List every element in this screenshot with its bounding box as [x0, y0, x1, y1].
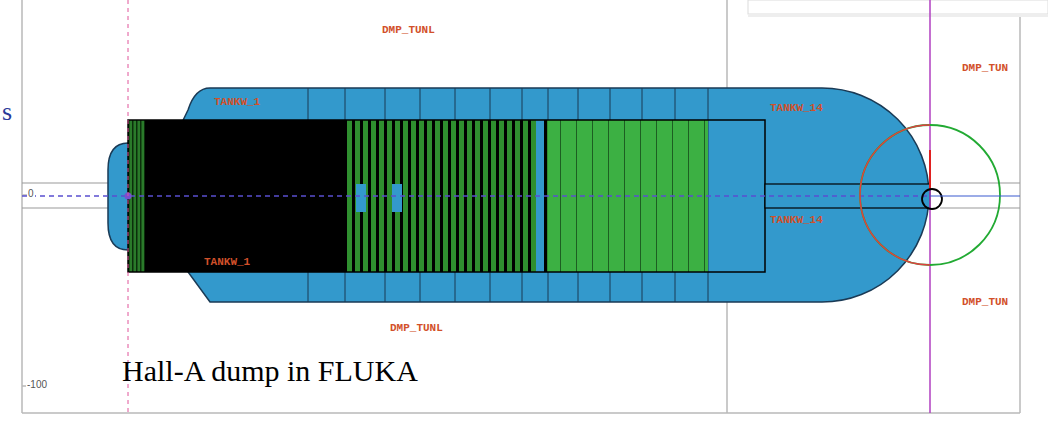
region-label: DMP_TUNL [382, 24, 435, 36]
region-label: DMP_TUN [962, 296, 1008, 308]
region-label: DMP_TUNL [390, 322, 443, 334]
beam-axis [22, 195, 930, 196]
plot-part [940, 207, 1020, 208]
core-gap [356, 184, 366, 212]
marker-line [929, 0, 931, 413]
axis-line [21, 0, 23, 413]
core-gap [392, 184, 402, 212]
region-label: TANKW_14 [770, 214, 823, 226]
panel-shadow [748, 14, 1048, 17]
dump-tank [108, 88, 929, 302]
plot-part [22, 182, 110, 183]
axis-value: -100 [26, 379, 48, 390]
region-label: DMP_TUN [962, 62, 1008, 74]
grid-line [726, 0, 728, 88]
grid-line [1019, 0, 1021, 413]
plot-part [940, 182, 1020, 183]
region-label: TANKW_14 [770, 102, 823, 114]
red-arc [860, 125, 930, 265]
cut-letter: s [2, 98, 12, 127]
plot-frame [22, 0, 1020, 413]
region-label: TANKW_1 [214, 96, 260, 108]
red-marker [929, 150, 931, 190]
axis-line [22, 412, 1020, 414]
black-circle [922, 189, 942, 209]
caption: Hall-A dump in FLUKA [122, 354, 418, 387]
region-label: TANKW_1 [204, 256, 250, 268]
axis-value: 0 [27, 188, 35, 199]
marker-line [128, 0, 129, 413]
beam-axis [930, 195, 1020, 196]
plot-part [22, 207, 110, 208]
grid-line [726, 302, 728, 413]
panel-edge [748, 0, 1048, 14]
green-circle [860, 125, 1000, 265]
